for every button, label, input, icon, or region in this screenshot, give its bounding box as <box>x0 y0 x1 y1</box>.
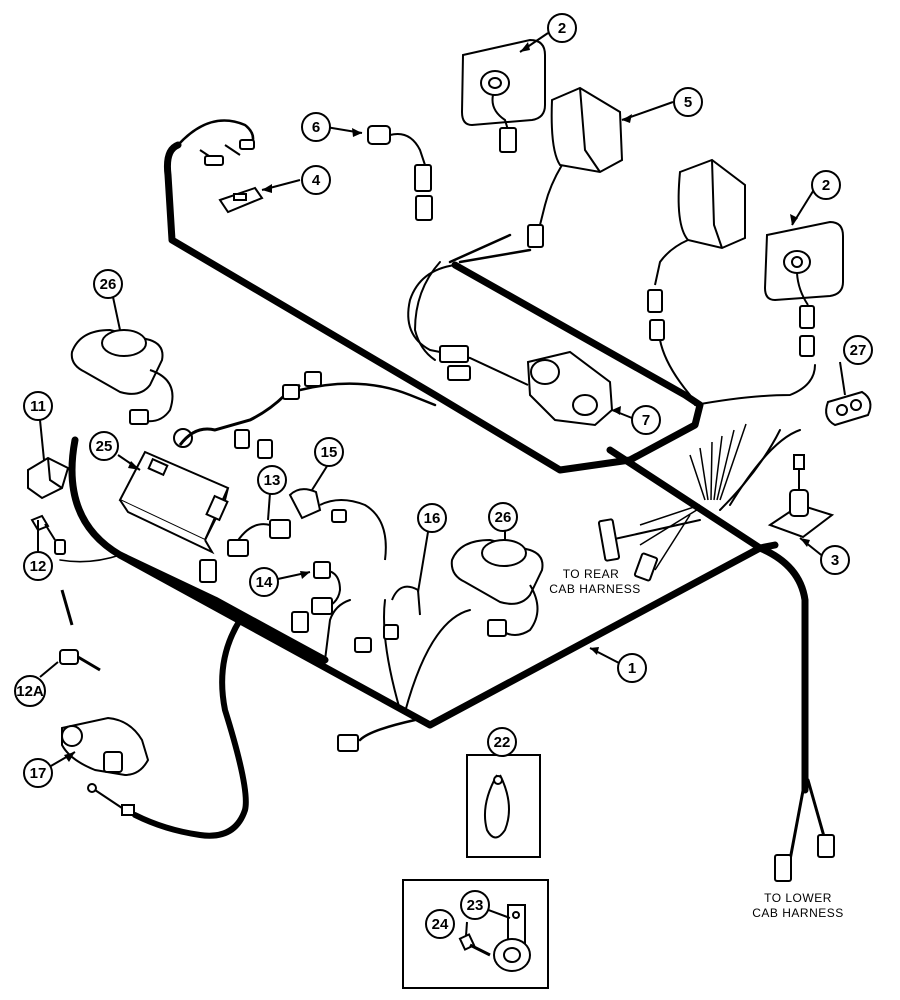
switch-bracket <box>767 454 835 539</box>
callout-25: 25 <box>89 431 119 461</box>
svg-text:2: 2 <box>822 177 830 194</box>
svg-text:2: 2 <box>558 20 566 37</box>
fuse-12a <box>59 649 101 672</box>
callout-2b: 2 <box>811 170 841 200</box>
screw-24 <box>458 933 491 957</box>
svg-text:7: 7 <box>642 412 650 429</box>
relay-clip <box>27 456 70 500</box>
svg-text:TO LOWER: TO LOWER <box>764 891 832 905</box>
svg-text:26: 26 <box>100 276 117 293</box>
callout-23: 23 <box>460 890 490 920</box>
svg-text:1: 1 <box>628 660 636 677</box>
connector-15 <box>288 488 387 561</box>
wiper-motor-rear <box>61 716 150 816</box>
callout-27: 27 <box>843 335 873 365</box>
callout-15: 15 <box>314 437 344 467</box>
svg-text:11: 11 <box>30 398 46 415</box>
connector-14 <box>311 561 342 615</box>
inset-box-22 <box>466 754 541 858</box>
callout-14: 14 <box>249 567 279 597</box>
wiper-motor-front <box>429 345 614 427</box>
callout-13: 13 <box>257 465 287 495</box>
radio-harness <box>173 371 359 752</box>
callout-4: 4 <box>301 165 331 195</box>
svg-text:23: 23 <box>467 897 484 914</box>
connector-13 <box>227 519 291 557</box>
speaker-left <box>70 328 174 425</box>
grommet <box>825 390 872 427</box>
cable-tie-22 <box>484 774 510 839</box>
work-lamp-right <box>647 158 746 341</box>
svg-text:12A: 12A <box>16 683 44 700</box>
main-harness <box>59 119 827 862</box>
callout-17: 17 <box>23 758 53 788</box>
rear-lamp-left <box>460 38 546 153</box>
connector-16 <box>354 585 421 653</box>
svg-text:27: 27 <box>850 342 867 359</box>
svg-text:16: 16 <box>424 510 441 527</box>
callout-11: 11 <box>23 391 53 421</box>
callout-22: 22 <box>487 727 517 757</box>
speaker-right <box>450 538 544 637</box>
svg-text:CAB HARNESS: CAB HARNESS <box>549 582 641 596</box>
svg-text:TO REAR: TO REAR <box>563 567 620 581</box>
bulb-connector <box>367 125 433 221</box>
callout-16: 16 <box>417 503 447 533</box>
callout-1: 1 <box>617 653 647 683</box>
callout-2a: 2 <box>547 13 577 43</box>
note-lower-cab-harness: TO LOWER CAB HARNESS <box>752 891 844 920</box>
work-lamp-left <box>527 86 624 248</box>
fuse-12 <box>30 514 74 626</box>
callout-5: 5 <box>673 87 703 117</box>
svg-text:14: 14 <box>256 574 273 591</box>
callout-arrowheads <box>64 42 810 762</box>
svg-text:24: 24 <box>432 916 449 933</box>
inset-box-23-24 <box>402 879 549 989</box>
svg-text:17: 17 <box>30 765 47 782</box>
rear-lamp-right <box>763 220 844 357</box>
rear-harness-fan <box>639 423 747 571</box>
svg-text:4: 4 <box>312 172 321 189</box>
callout-7: 7 <box>631 405 661 435</box>
svg-text:25: 25 <box>96 438 113 455</box>
clamp-23 <box>493 904 531 972</box>
svg-text:12: 12 <box>30 558 47 575</box>
svg-text:22: 22 <box>494 734 511 751</box>
radio-unit <box>118 450 230 555</box>
svg-text:3: 3 <box>831 552 839 569</box>
svg-text:15: 15 <box>321 444 338 461</box>
note-rear-cab-harness: TO REAR CAB HARNESS <box>549 567 641 596</box>
svg-text:CAB HARNESS: CAB HARNESS <box>752 906 844 920</box>
callout-26a: 26 <box>93 269 123 299</box>
svg-text:6: 6 <box>312 119 320 136</box>
callout-6: 6 <box>301 112 331 142</box>
callout-12: 12 <box>23 551 53 581</box>
svg-text:5: 5 <box>684 94 692 111</box>
callout-3: 3 <box>820 545 850 575</box>
svg-text:13: 13 <box>264 472 281 489</box>
lower-cab-connectors <box>774 834 835 882</box>
rear-cab-connectors <box>597 518 659 582</box>
callout-12a: 12A <box>14 675 46 707</box>
callout-24: 24 <box>425 909 455 939</box>
svg-text:26: 26 <box>495 509 512 526</box>
callout-26b: 26 <box>488 502 518 532</box>
fuse-holder <box>199 139 264 214</box>
